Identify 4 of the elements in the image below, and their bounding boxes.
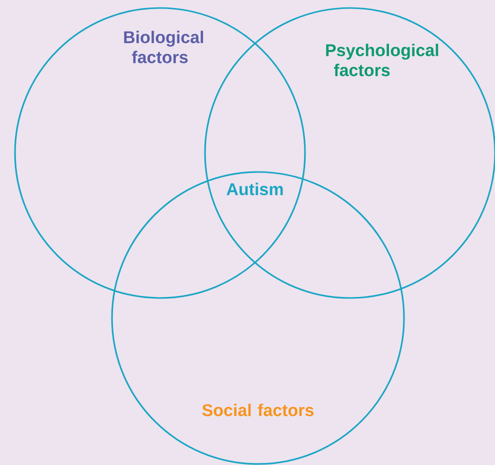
circle-label: Biological factors bbox=[124, 30, 204, 64]
circle-label: Psychological factors bbox=[326, 44, 438, 76]
center-label: Autism bbox=[226, 182, 283, 196]
circle-label: Social factors bbox=[202, 404, 314, 416]
